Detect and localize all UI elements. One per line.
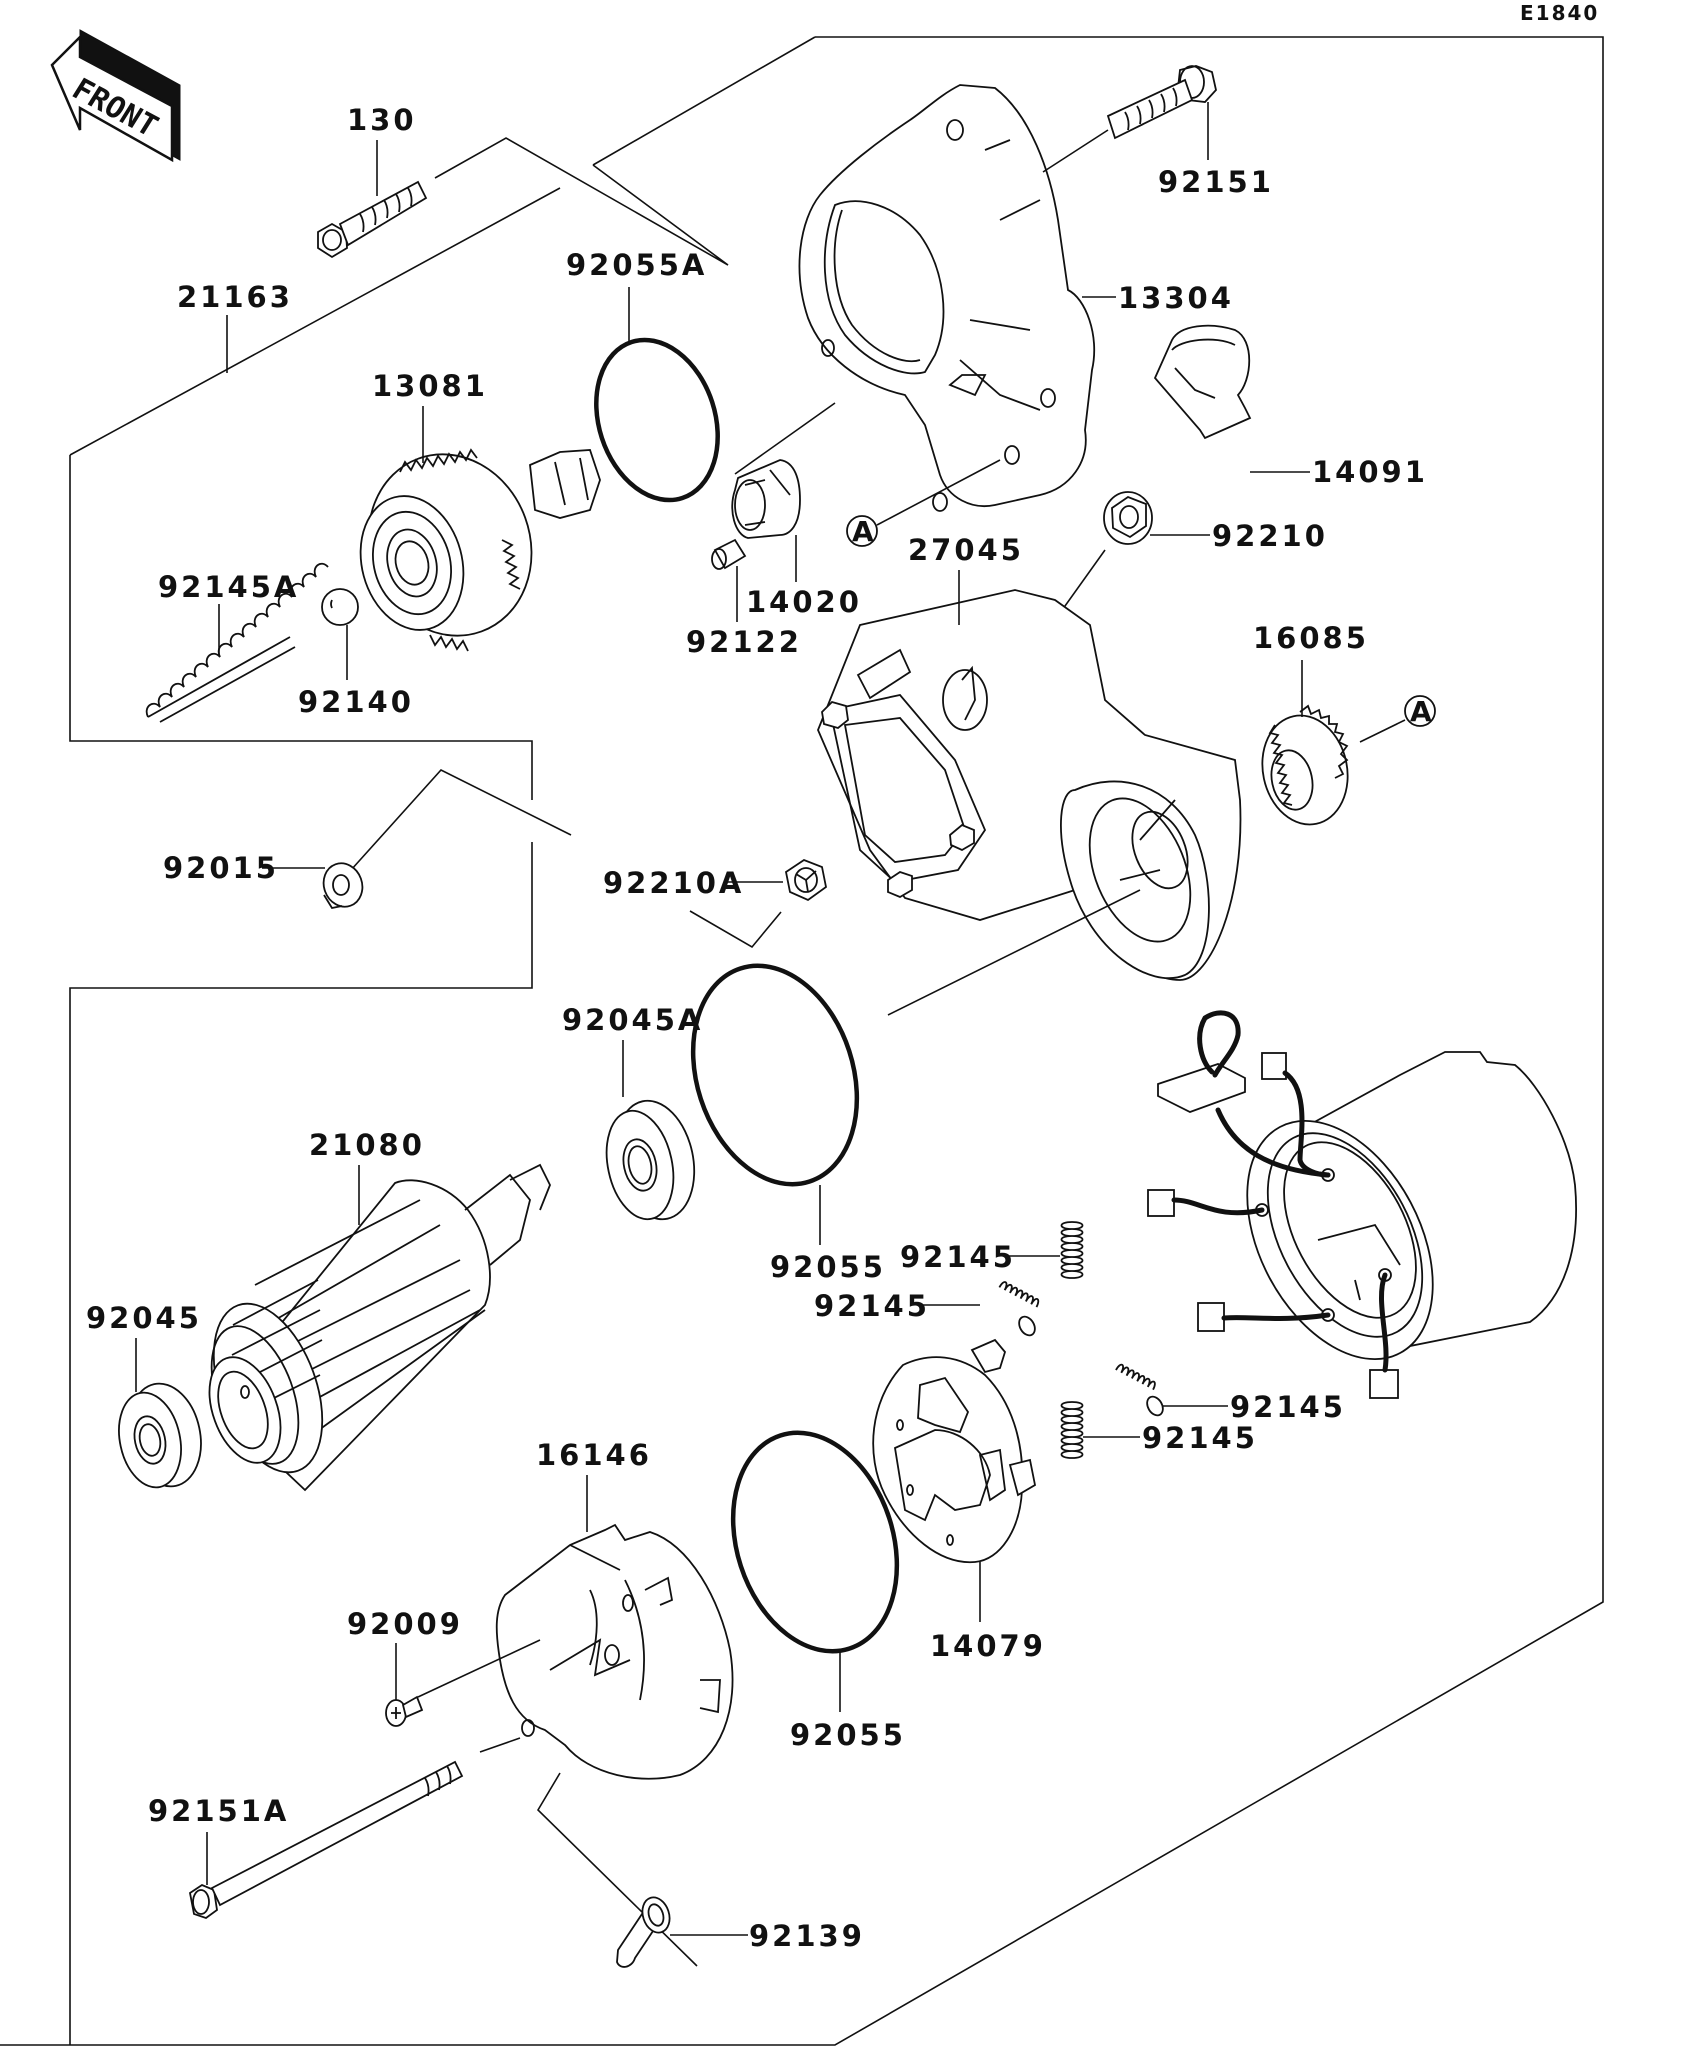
label-92045: 92045	[86, 1301, 202, 1335]
label-130: 130	[347, 103, 417, 137]
part-92145-spring-4[interactable]: 92145	[1060, 1401, 1258, 1459]
part-92145-spring-1[interactable]: 92145	[900, 1221, 1084, 1279]
front-arrow-icon: FRONT	[50, 29, 181, 163]
frame-outline	[0, 36, 1604, 2046]
part-92145A-spring[interactable]: 92145A	[145, 562, 329, 723]
part-92145-spring-3[interactable]: 92145	[1115, 1363, 1346, 1424]
label-92055-lower: 92055	[790, 1718, 906, 1752]
part-13081-clutch-gear[interactable]: 13081	[343, 369, 601, 659]
label-14079: 14079	[930, 1629, 1046, 1663]
label-16085: 16085	[1253, 621, 1369, 655]
part-92122-roller[interactable]: 92122	[686, 538, 802, 659]
part-92151-bolt[interactable]: 92151	[1042, 65, 1274, 199]
part-14020-retainer[interactable]: 14020	[731, 402, 862, 619]
part-14091-terminal-cap[interactable]: 14091	[1153, 324, 1428, 489]
part-92055A-oring[interactable]: 92055A	[566, 248, 738, 516]
bracket-upper	[434, 137, 729, 266]
part-92139-collar[interactable]: 92139	[616, 1894, 865, 1968]
part-92151A-through-bolt[interactable]: 92151A	[148, 1737, 521, 1920]
label-92122: 92122	[686, 625, 802, 659]
part-92045A-bearing[interactable]: 92045A	[562, 1003, 705, 1227]
part-14079-brush-holder[interactable]: 14079	[872, 1338, 1046, 1663]
bracket-92015	[341, 769, 572, 881]
label-92151A: 92151A	[148, 1794, 289, 1828]
bracket-92139	[536, 1772, 698, 1967]
reference-mark-a-right: A	[1359, 695, 1436, 743]
label-92210A: 92210A	[603, 866, 744, 900]
part-92015-nut[interactable]: 92015	[163, 851, 368, 912]
part-92145-spring-2[interactable]: 92145	[814, 1281, 1040, 1338]
label-92145A: 92145A	[158, 570, 299, 604]
assembly-frame	[0, 36, 1604, 2046]
label-14020: 14020	[746, 585, 862, 619]
label-27045: 27045	[908, 533, 1024, 567]
label-92145-3: 92145	[1230, 1390, 1346, 1424]
label-92045A: 92045A	[562, 1003, 703, 1037]
part-92210A-nut[interactable]: 92210A	[603, 858, 827, 902]
part-21080-armature[interactable]: 21080	[193, 1128, 551, 1492]
part-16146-end-cover[interactable]: 16146	[495, 1438, 734, 1780]
part-27045-magnetic-switch[interactable]: 27045	[817, 533, 1242, 1016]
label-92145-4: 92145	[1142, 1421, 1258, 1455]
label-21080: 21080	[309, 1128, 425, 1162]
part-92140-ball[interactable]: 92140	[298, 588, 414, 719]
part-92045-bearing[interactable]: 92045	[86, 1301, 210, 1493]
reference-a-text: A	[1410, 695, 1432, 728]
part-130-bolt[interactable]: 130	[317, 103, 428, 259]
frame-top-diagonal	[592, 36, 816, 166]
label-92009: 92009	[347, 1607, 463, 1641]
reference-mark-a-upper: A	[846, 459, 1001, 548]
label-13304: 13304	[1118, 281, 1234, 315]
reference-a-text: A	[852, 515, 874, 548]
label-92140: 92140	[298, 685, 414, 719]
bracket-upper-box	[69, 455, 533, 800]
label-92151: 92151	[1158, 165, 1274, 199]
label-92210: 92210	[1212, 519, 1328, 553]
label-92055-upper: 92055	[770, 1250, 886, 1284]
label-16146: 16146	[536, 1438, 652, 1472]
part-92055-oring-lower[interactable]: 92055	[706, 1411, 924, 1752]
part-92009-screw[interactable]: 92009	[347, 1607, 541, 1727]
part-16085-idle-gear[interactable]: 16085	[1252, 621, 1368, 833]
part-yoke-assembly	[1147, 1010, 1577, 1399]
label-92145-2: 92145	[814, 1289, 930, 1323]
label-21163: 21163	[177, 280, 293, 314]
figure-code: E1840	[1520, 1, 1599, 25]
label-92139: 92139	[749, 1919, 865, 1953]
label-14091: 14091	[1312, 455, 1428, 489]
bracket-92210A	[689, 910, 782, 949]
part-21163-label[interactable]: 21163	[177, 280, 293, 373]
part-13304-housing[interactable]: 13304	[798, 84, 1234, 512]
label-92055A: 92055A	[566, 248, 707, 282]
label-13081: 13081	[372, 369, 488, 403]
bracket-21163-diagonal	[69, 187, 561, 456]
part-92055-oring-upper[interactable]: 92055	[666, 944, 886, 1284]
label-92015: 92015	[163, 851, 279, 885]
label-92145-1: 92145	[900, 1240, 1016, 1274]
bracket-lower-box	[69, 842, 533, 2045]
